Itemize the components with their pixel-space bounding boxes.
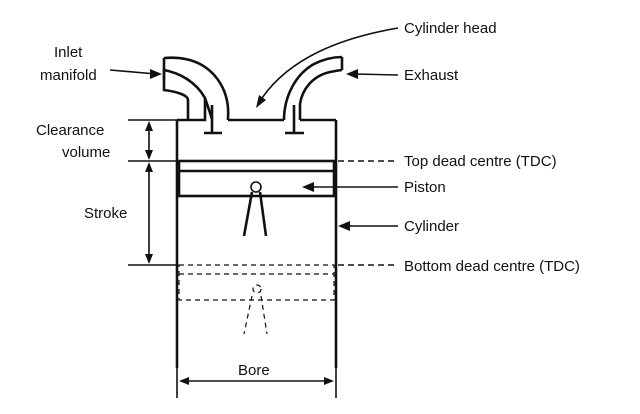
label-exhaust: Exhaust [404, 67, 459, 84]
label-inlet: Inlet [54, 44, 83, 61]
inlet-arrow [109, 69, 157, 75]
cylinder-head [162, 55, 344, 122]
label-stroke: Stroke [84, 205, 127, 222]
label-bdc: Bottom dead centre (TDC) [404, 258, 580, 275]
piston [177, 159, 336, 198]
label-piston: Piston [404, 179, 446, 196]
bore-dimension [176, 368, 337, 398]
label-cylinder-head: Cylinder head [404, 20, 497, 37]
inlet-valve [204, 105, 222, 135]
label-manifold: manifold [40, 67, 97, 84]
cylinder-head-leader [261, 27, 399, 99]
stroke-dimension [128, 162, 177, 266]
exhaust-arrow [353, 73, 399, 76]
piston-bdc-ghost [178, 264, 335, 335]
clearance-volume-dimension [128, 119, 177, 162]
label-tdc: Top dead centre (TDC) [404, 153, 557, 170]
label-bore: Bore [238, 362, 270, 379]
exhaust-valve [285, 105, 304, 135]
label-cylinder: Cylinder [404, 218, 459, 235]
connecting-rod [242, 191, 268, 237]
label-clearance: Clearance [36, 122, 104, 139]
label-volume: volume [62, 144, 110, 161]
